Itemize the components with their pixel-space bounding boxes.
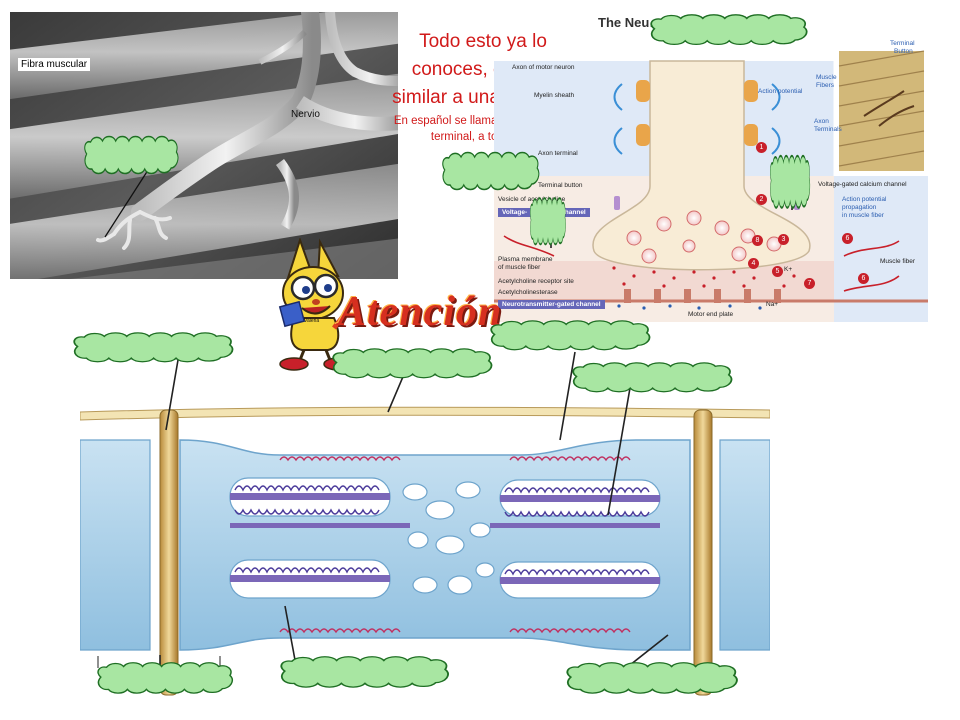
step-marker-1: 1 (756, 142, 767, 153)
triad-label: TRIADA (132, 676, 169, 687)
nmj-title: The Neu… …ion (598, 15, 699, 30)
blank-label-myofibril[interactable] (572, 361, 733, 393)
mascot-illustration (278, 236, 358, 371)
photo-label-terminals: Terminals (814, 126, 842, 133)
label-ap-propagation-2: propagation (842, 204, 877, 211)
label-ach-receptor: Acetylcholine receptor site (498, 278, 574, 285)
step-marker-4: 4 (748, 258, 759, 269)
label-neurotransmitter-gated-channel: Neurotransmitter-gated channel (498, 300, 605, 309)
label-ap-propagation-1: Action potential (842, 196, 887, 203)
step-marker-7: 7 (804, 278, 815, 289)
photo-label-axon: Axon (814, 118, 829, 125)
sarcoplasmic-reticulum-illustration (79, 406, 771, 696)
label-acetylcholinesterase: Acetylcholinesterase (498, 289, 558, 296)
micrograph-image (10, 12, 398, 279)
photo-label-muscle: Muscle (816, 74, 837, 81)
step-marker-6: 6 (842, 233, 853, 244)
muscle-fiber-diagram: TRIADA (79, 400, 771, 700)
label-axon-terminal: Axon terminal (538, 150, 578, 157)
mascot-signature: Valeria (304, 318, 320, 324)
photo-label-fibers: Fibers (816, 82, 835, 89)
atencion-title: Atención (338, 289, 503, 335)
step-marker-3: 3 (778, 234, 789, 245)
step-marker-6b: 6 (858, 273, 869, 284)
blank-label-t-tubule[interactable] (73, 331, 234, 363)
photo-label-terminal: Terminal (890, 40, 915, 47)
nmj-illustration (494, 46, 928, 322)
label-muscle-fiber: Muscle fiber (880, 258, 916, 265)
label-plasma-membrane-1: Plasma membrane (498, 256, 553, 263)
blank-label-reticulum[interactable] (490, 319, 651, 351)
label-voltage-gated-calcium: Voltage-gated calcium channel (818, 181, 907, 188)
neuromuscular-junction-diagram (494, 6, 928, 322)
attention-mascot: Valeria (258, 236, 494, 372)
label-plasma-membrane-2: of muscle fiber (498, 264, 541, 271)
step-marker-2: 2 (756, 194, 767, 205)
nerve-label: Nervio (291, 109, 320, 120)
label-ap-propagation-3: in muscle fiber (842, 212, 884, 219)
label-myelin-sheath: Myelin sheath (534, 92, 575, 99)
step-marker-8: 8 (752, 235, 763, 246)
muscle-fiber-micrograph: Fibra muscular Nervio (10, 12, 398, 279)
label-axon-motor-neuron: Axon of motor neuron (512, 64, 575, 71)
label-vesicle-acetylcholine: Vesicle of acetylcholine (498, 196, 566, 203)
label-sodium: Na+ (766, 301, 779, 308)
label-potassium: K+ (784, 266, 793, 273)
step-marker-5: 5 (772, 266, 783, 277)
label-action-potential: Action potential (758, 88, 803, 95)
label-motor-end-plate: Motor end plate (688, 311, 734, 318)
fiber-label: Fibra muscular (18, 58, 91, 71)
label-terminal-button: Terminal button (538, 182, 583, 189)
label-voltage-gated-bar: Voltage-channel (498, 208, 590, 217)
photo-label-button: Button (894, 48, 913, 55)
